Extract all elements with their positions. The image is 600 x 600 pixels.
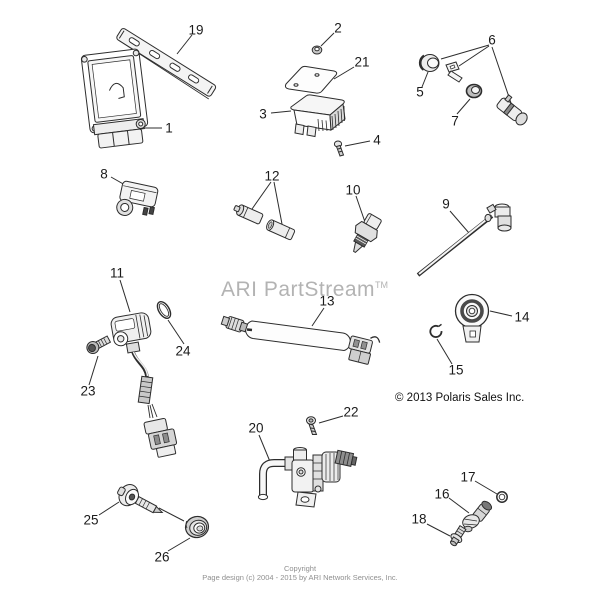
leader-line-25-26 xyxy=(158,507,185,522)
part-probe-sensor[interactable] xyxy=(416,203,512,277)
callout-5[interactable]: 5 xyxy=(416,85,424,100)
callout-8[interactable]: 8 xyxy=(100,167,108,182)
part-ecu-module[interactable] xyxy=(80,48,150,149)
leader-line-24 xyxy=(167,319,185,345)
callout-21[interactable]: 21 xyxy=(354,55,369,70)
watermark-text: ARI PartStream xyxy=(221,278,376,301)
leader-line-14 xyxy=(489,310,513,317)
part-o-ring-17[interactable] xyxy=(496,491,508,503)
part-valve-assembly[interactable] xyxy=(257,447,358,508)
leader-line-6a xyxy=(440,44,490,60)
callout-14[interactable]: 14 xyxy=(514,310,530,325)
leader-line-25 xyxy=(98,501,120,516)
leader-line-11 xyxy=(119,279,131,313)
part-elbow-fitting[interactable] xyxy=(461,500,493,533)
callout-11[interactable]: 11 xyxy=(110,266,124,281)
diagram-copyright: © 2013 Polaris Sales Inc. xyxy=(395,392,525,404)
callout-3[interactable]: 3 xyxy=(259,107,267,122)
part-cap-plug[interactable] xyxy=(418,54,440,72)
callout-20[interactable]: 20 xyxy=(248,421,263,436)
leader-line-12a xyxy=(251,181,272,210)
callout-2[interactable]: 2 xyxy=(334,21,342,36)
callout-1[interactable]: 1 xyxy=(165,121,173,136)
watermark: ARI PartStreamTM xyxy=(221,278,388,302)
part-cap-12b[interactable] xyxy=(265,219,296,241)
part-knock-sensor[interactable] xyxy=(454,293,490,343)
callout-13[interactable]: 13 xyxy=(319,294,334,309)
part-controller-module[interactable] xyxy=(290,94,346,138)
callout-15[interactable]: 15 xyxy=(448,363,463,378)
callout-23[interactable]: 23 xyxy=(80,384,95,399)
part-temp-sensor[interactable] xyxy=(344,210,385,258)
leader-line-18 xyxy=(426,523,451,537)
callout-16[interactable]: 16 xyxy=(434,487,449,502)
leader-line-20 xyxy=(258,434,272,465)
callout-6[interactable]: 6 xyxy=(488,33,496,48)
callout-labels: 1 2 3 4 5 6 7 8 9 10 11 12 13 14 15 16 1… xyxy=(80,21,530,565)
callout-12[interactable]: 12 xyxy=(264,169,279,184)
leader-line-3 xyxy=(270,110,292,114)
footer-page-design: Page design (c) 2004 - 2015 by ARI Netwo… xyxy=(202,572,398,582)
leader-line-22 xyxy=(318,415,344,424)
leader-line-12b xyxy=(273,181,283,225)
leader-line-13 xyxy=(311,307,325,327)
callout-17[interactable]: 17 xyxy=(460,470,475,485)
part-key-clip[interactable] xyxy=(445,61,463,83)
part-sensor-25[interactable] xyxy=(114,480,168,522)
leader-line-17 xyxy=(474,480,498,495)
callout-4[interactable]: 4 xyxy=(373,133,381,148)
leader-line-4 xyxy=(344,140,371,147)
part-o-ring-24[interactable] xyxy=(155,299,174,320)
leader-line-9 xyxy=(449,210,470,234)
leader-line-19 xyxy=(176,34,193,55)
part-bolt-18[interactable] xyxy=(447,524,468,548)
callout-25[interactable]: 25 xyxy=(83,513,98,528)
part-map-sensor[interactable] xyxy=(115,180,159,221)
part-screw-4[interactable] xyxy=(333,140,345,157)
leader-line-7 xyxy=(456,98,471,115)
leader-line-2 xyxy=(320,32,335,47)
part-flange-nut[interactable] xyxy=(311,45,323,55)
callout-24[interactable]: 24 xyxy=(175,344,191,359)
callout-22[interactable]: 22 xyxy=(343,405,358,420)
part-bolt-23[interactable] xyxy=(85,334,112,356)
part-grommet-26[interactable] xyxy=(184,514,211,539)
callout-7[interactable]: 7 xyxy=(451,114,459,129)
footer-copyright-label: Copyright xyxy=(283,564,317,573)
part-screw-22[interactable] xyxy=(306,416,318,435)
leader-line-6c xyxy=(491,46,512,104)
part-cap-12a[interactable] xyxy=(232,203,264,225)
callout-18[interactable]: 18 xyxy=(411,512,426,527)
part-ring-grommet[interactable] xyxy=(465,83,483,99)
part-retaining-clip[interactable] xyxy=(429,323,443,338)
part-sensor-6[interactable] xyxy=(495,93,532,127)
leader-line-21 xyxy=(333,66,355,80)
leader-line-5 xyxy=(421,71,429,88)
leader-lines xyxy=(88,32,513,552)
part-harness-tube[interactable] xyxy=(220,315,381,366)
leader-line-15 xyxy=(436,338,453,365)
leader-line-23 xyxy=(88,355,99,386)
leader-line-16 xyxy=(448,497,470,514)
leader-line-6b xyxy=(458,45,490,67)
watermark-tm: TM xyxy=(375,280,389,290)
part-crank-sensor[interactable] xyxy=(110,312,179,459)
callout-26[interactable]: 26 xyxy=(154,550,169,565)
callout-9[interactable]: 9 xyxy=(442,197,450,212)
callout-19[interactable]: 19 xyxy=(188,23,203,38)
leader-line-26 xyxy=(167,537,191,552)
callout-10[interactable]: 10 xyxy=(345,183,360,198)
page-footer: Copyright Page design (c) 2004 - 2015 by… xyxy=(0,564,600,582)
part-gasket-pad[interactable] xyxy=(284,65,338,94)
